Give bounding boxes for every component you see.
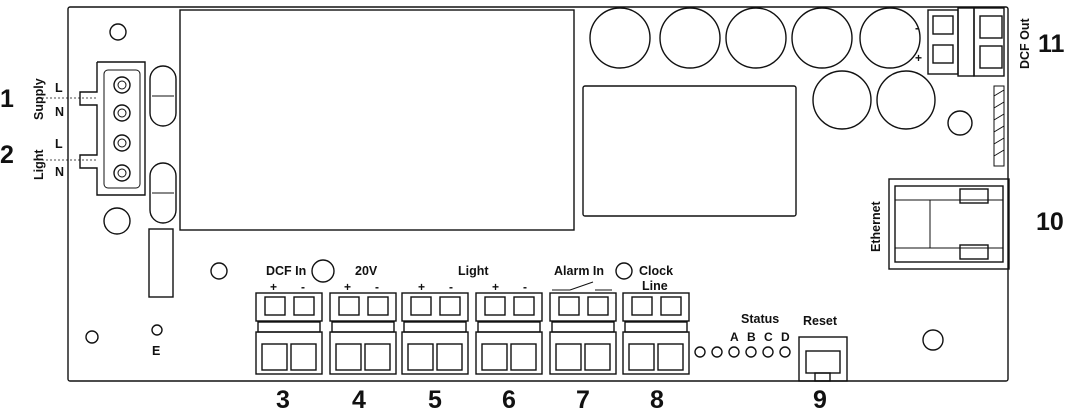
line-label: Line bbox=[642, 279, 668, 293]
terminal-block-8 bbox=[622, 292, 690, 375]
capacitor bbox=[859, 7, 921, 69]
dcf-out-label: DCF Out bbox=[1018, 17, 1032, 69]
callout-10: 10 bbox=[1036, 208, 1064, 236]
capacitor bbox=[791, 7, 853, 69]
v20-plus: + bbox=[344, 280, 351, 294]
led bbox=[728, 346, 740, 358]
dcf-out-minus: - bbox=[915, 21, 919, 35]
callout-11: 11 bbox=[1038, 30, 1065, 58]
capacitor bbox=[589, 7, 651, 69]
terminal-block-3 bbox=[255, 292, 323, 375]
callout-9: 9 bbox=[813, 386, 827, 414]
led-a-label: A bbox=[730, 330, 739, 344]
led-b-label: B bbox=[747, 330, 756, 344]
mounting-hole bbox=[922, 329, 944, 351]
secondary-module bbox=[582, 85, 797, 217]
led bbox=[779, 346, 791, 358]
ethernet-label: Ethernet bbox=[869, 200, 883, 252]
supply-n-label: N bbox=[55, 105, 64, 119]
callout-3: 3 bbox=[276, 386, 290, 414]
supply-label: Supply bbox=[32, 78, 46, 120]
light5-minus: - bbox=[449, 280, 453, 294]
dcf-in-plus: + bbox=[270, 280, 277, 294]
callout-6: 6 bbox=[502, 386, 516, 414]
led bbox=[745, 346, 757, 358]
dcf-in-minus: - bbox=[301, 280, 305, 294]
v20-label: 20V bbox=[355, 264, 378, 278]
callout-1: 1 bbox=[0, 85, 14, 113]
mounting-hole bbox=[311, 259, 335, 283]
v20-minus: - bbox=[375, 280, 379, 294]
terminal-block-7 bbox=[549, 292, 617, 375]
supply-l-label: L bbox=[55, 81, 63, 95]
main-module bbox=[179, 9, 575, 231]
led bbox=[762, 346, 774, 358]
callout-7: 7 bbox=[576, 386, 590, 414]
callout-5: 5 bbox=[428, 386, 442, 414]
callout-2: 2 bbox=[0, 141, 14, 169]
capacitor-group bbox=[589, 7, 936, 130]
terminal-block-6 bbox=[475, 292, 543, 375]
mounting-hole bbox=[947, 110, 973, 136]
light-l-label: L bbox=[55, 137, 63, 151]
terminal-block-4 bbox=[329, 292, 397, 375]
switch-symbol bbox=[552, 281, 612, 291]
mounting-hole bbox=[103, 207, 131, 235]
terminal-block-5 bbox=[401, 292, 469, 375]
led-d-label: D bbox=[781, 330, 790, 344]
callout-4: 4 bbox=[352, 386, 366, 414]
led bbox=[694, 346, 706, 358]
light-terminal-label: Light bbox=[458, 264, 489, 278]
led bbox=[711, 346, 723, 358]
dcf-out-connector bbox=[927, 7, 1005, 77]
reset-label: Reset bbox=[803, 314, 838, 328]
fuse-holders bbox=[148, 65, 177, 298]
pin-header bbox=[993, 85, 1005, 167]
mounting-hole bbox=[109, 23, 127, 41]
mounting-holes bbox=[85, 23, 973, 351]
status-leds bbox=[694, 346, 791, 358]
mounting-hole bbox=[615, 262, 633, 280]
reset-button bbox=[798, 336, 848, 382]
ethernet-jack bbox=[888, 178, 1010, 270]
terminal-blocks bbox=[255, 292, 690, 375]
ground-label: E bbox=[152, 344, 160, 358]
callout-8: 8 bbox=[650, 386, 664, 414]
light6-plus: + bbox=[492, 280, 499, 294]
capacitor bbox=[812, 70, 872, 130]
dcf-in-label: DCF In bbox=[266, 264, 306, 278]
light5-plus: + bbox=[418, 280, 425, 294]
mounting-hole bbox=[85, 330, 99, 344]
alarm-in-label: Alarm In bbox=[554, 264, 604, 278]
capacitor bbox=[659, 7, 721, 69]
ground-point bbox=[151, 324, 163, 336]
capacitor bbox=[725, 7, 787, 69]
led-c-label: C bbox=[764, 330, 773, 344]
power-connector bbox=[38, 61, 146, 196]
light6-minus: - bbox=[523, 280, 527, 294]
dcf-out-plus: + bbox=[915, 51, 922, 65]
status-label: Status bbox=[741, 312, 779, 326]
board-outline bbox=[67, 6, 1009, 382]
mounting-hole bbox=[210, 262, 228, 280]
light-label: Light bbox=[32, 149, 46, 180]
capacitor bbox=[876, 70, 936, 130]
light-n-label: N bbox=[55, 165, 64, 179]
clock-label: Clock bbox=[639, 264, 673, 278]
